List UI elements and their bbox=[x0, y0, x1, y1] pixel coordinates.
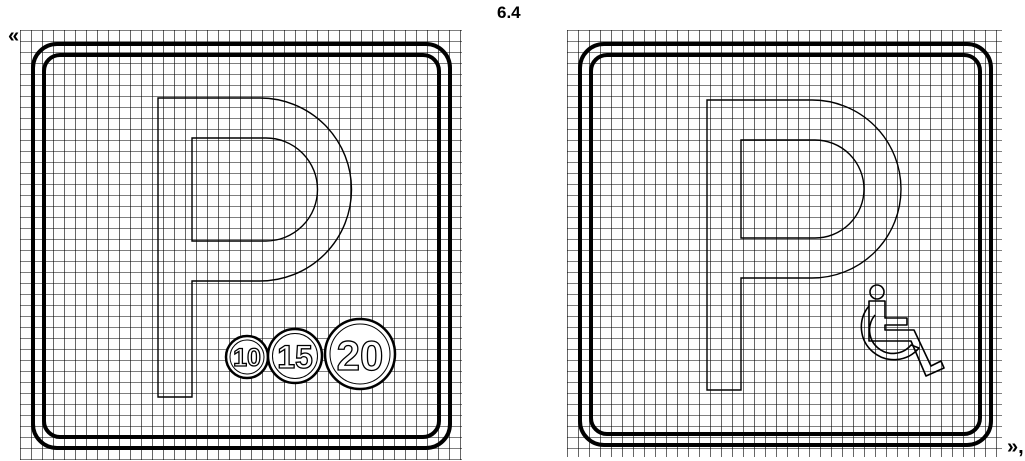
sign-inner-border bbox=[42, 53, 441, 439]
sign-outer-border bbox=[578, 42, 993, 447]
letter-p-outline bbox=[706, 99, 902, 391]
construction-grid bbox=[20, 30, 462, 460]
closing-quote-mark: », bbox=[1007, 436, 1024, 458]
figure-number: 6.4 bbox=[497, 3, 521, 22]
wheelchair-icon bbox=[860, 284, 945, 377]
sign-outer-border bbox=[31, 42, 452, 450]
parking-sign-disabled bbox=[567, 30, 1002, 457]
time-plate-15: 15 bbox=[266, 327, 324, 385]
time-plate-20: 20 bbox=[323, 317, 397, 391]
time-plate-10: 10 bbox=[224, 334, 270, 380]
svg-text:15: 15 bbox=[277, 339, 313, 375]
letter-p-outline bbox=[157, 97, 353, 398]
opening-quote-mark: « bbox=[8, 25, 20, 47]
sign-inner-border bbox=[589, 53, 982, 436]
svg-text:10: 10 bbox=[233, 344, 261, 372]
letter-p-counter bbox=[191, 137, 319, 242]
letter-p-counter bbox=[740, 139, 865, 239]
svg-text:20: 20 bbox=[337, 332, 384, 379]
parking-sign-time-limits: 10 15 20 bbox=[20, 30, 462, 460]
construction-grid bbox=[567, 30, 1002, 457]
